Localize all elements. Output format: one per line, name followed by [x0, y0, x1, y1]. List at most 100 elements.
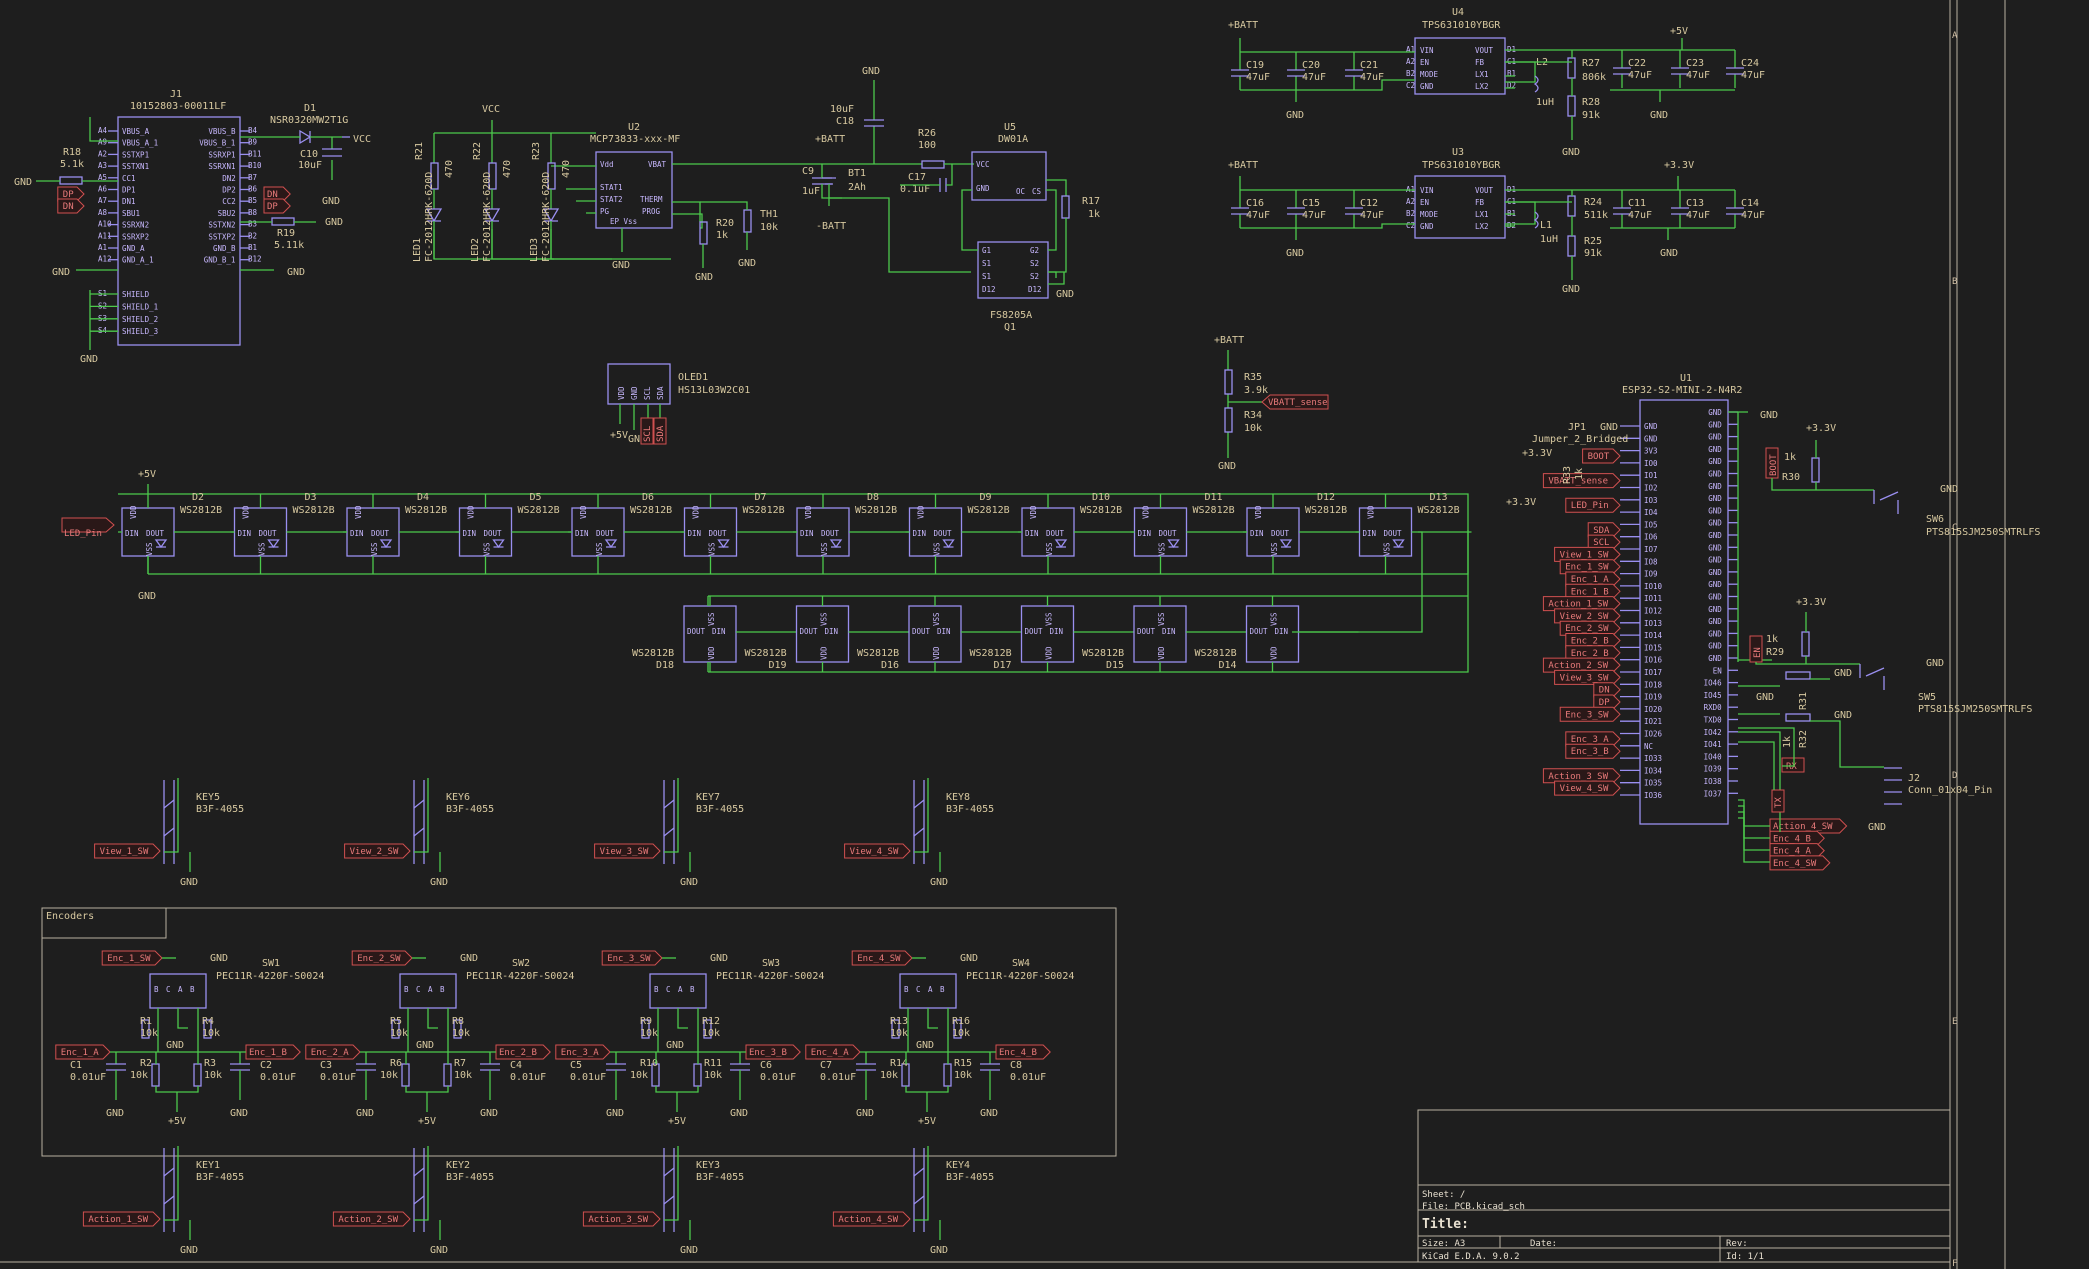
u1-label-21[interactable]: Enc_3_SW	[1559, 706, 1621, 722]
enc-rmr-1: R7	[454, 1058, 466, 1069]
regulator-5v-u4[interactable]: +BATT U4 TPS631010YBGR VINA1ENA2MODEB2GN…	[1228, 7, 1765, 158]
key-view-label-2[interactable]: View_3_SW	[594, 843, 661, 859]
key-action-label-1[interactable]: Action_2_SW	[332, 1211, 411, 1227]
enc-pin-2-3: B	[690, 985, 695, 994]
enc-sw-label-1[interactable]: Enc_2_SW	[351, 950, 413, 966]
u1-label-2[interactable]: VBATT_sense	[1542, 473, 1621, 489]
key-action-ref-1: KEY2	[446, 1160, 470, 1171]
enc-b-label-3[interactable]: Enc_4_B	[995, 1044, 1051, 1060]
enc-sw-label-0[interactable]: Enc_1_SW	[101, 950, 163, 966]
u1-rlabel-1[interactable]: Enc_4_B	[1769, 830, 1825, 846]
u1-left-pin-22: IO19	[1644, 693, 1662, 702]
key-view-label-3[interactable]: View_4_SW	[844, 843, 911, 859]
key-action-label-2[interactable]: Action_3_SW	[582, 1211, 661, 1227]
u4-pins-l-1: EN	[1420, 58, 1429, 67]
enc-b-label-1[interactable]: Enc_2_B	[495, 1044, 551, 1060]
u1-rlabel-3[interactable]: Enc_4_SW	[1769, 855, 1831, 871]
charger-u2[interactable]: U2 MCP73833-xxx-MF Vdd STAT1 STAT2 PG VB…	[412, 104, 778, 283]
enc-a-label-1[interactable]: Enc_2_A	[305, 1044, 361, 1060]
enc-sw-label-3[interactable]: Enc_4_SW	[851, 950, 913, 966]
mcu-u1[interactable]: U1 ESP32-S2-MINI-2-N4R2 GNDGND3V3IO0IO1I…	[1506, 373, 1848, 871]
u1-rlabel-2[interactable]: Enc_4_A	[1769, 843, 1825, 859]
u1-label-27-text: View_4_SW	[1560, 784, 1609, 794]
u1-label-27[interactable]: View_4_SW	[1554, 780, 1621, 796]
u1-label-0[interactable]: BOOT	[1582, 448, 1621, 464]
q1-ref: Q1	[1004, 322, 1016, 333]
u1-left-pin-21: IO18	[1644, 680, 1663, 689]
action-keys[interactable]: KEY1B3F-4055Action_1_SWGNDKEY2B3F-4055Ac…	[82, 1146, 994, 1256]
regulator-3v3-u3[interactable]: +BATT U3 TPS631010YBGR VINA1ENA2MODEB2GN…	[1228, 147, 1765, 295]
key-view-label-1[interactable]: View_2_SW	[344, 843, 411, 859]
q1-pin-s1a: S1	[982, 259, 991, 268]
battery-protection[interactable]: GND 10uF C18 +BATT C9 1uF BT1 2Ah -BATT …	[762, 66, 1100, 333]
dp-label-j1b[interactable]: DP	[263, 198, 291, 214]
boot-en-buttons[interactable]: +3.3V 1k R30 BOOT SW6 PTS815SJM250SMTRLF…	[1738, 423, 2040, 833]
key-action-val-3: B3F-4055	[946, 1172, 994, 1183]
key-action-label-0[interactable]: Action_1_SW	[82, 1211, 161, 1227]
usb-connector-j1[interactable]: J1 10152803-00011LF VBUS_AA4VBUS_A_1A9SS…	[14, 89, 371, 365]
enc-b-label-2[interactable]: Enc_3_B	[745, 1044, 801, 1060]
j1-right-num-6: B5	[248, 196, 257, 205]
enc-a-label-0[interactable]: Enc_1_A	[55, 1044, 111, 1060]
u1-label-4[interactable]: LED_Pin	[1565, 497, 1621, 513]
u1-label-24[interactable]: Enc_3_B	[1565, 743, 1621, 759]
vbatt-divider[interactable]: +BATT R35 3.9k R34 10k VBATT_sense GND	[1214, 335, 1329, 472]
dn-label-j1[interactable]: DN	[57, 198, 85, 214]
u1-right-pin-27: IO41	[1704, 740, 1722, 749]
u1-rlabel-0[interactable]: Action_4_SW	[1769, 818, 1848, 834]
enc-a-label-2[interactable]: Enc_3_A	[555, 1044, 611, 1060]
enc-b-label-0[interactable]: Enc_1_B	[245, 1044, 301, 1060]
enc-sw-label-2[interactable]: Enc_3_SW	[601, 950, 663, 966]
gnd-label-div: GND	[1218, 461, 1236, 472]
key-action-label-3[interactable]: Action_4_SW	[832, 1211, 911, 1227]
enc-a-label-3[interactable]: Enc_4_A	[805, 1044, 861, 1060]
key-view-label-0[interactable]: View_1_SW	[94, 843, 161, 859]
